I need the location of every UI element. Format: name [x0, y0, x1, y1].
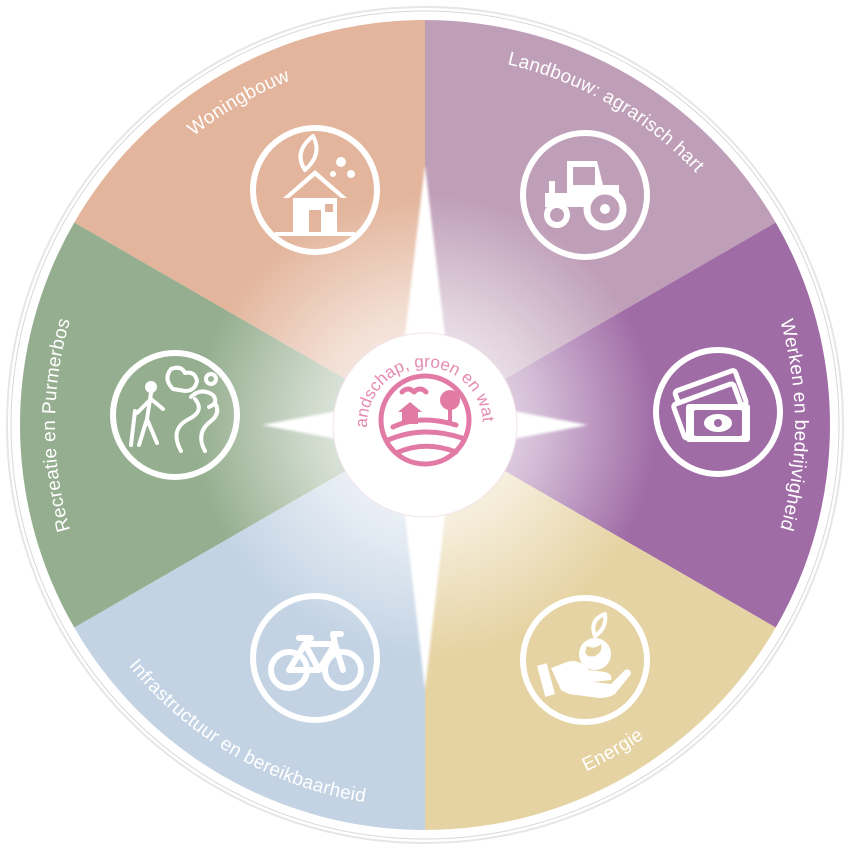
hiker-icon: [129, 365, 220, 453]
landscape-house-tree-icon: [385, 386, 465, 456]
tractor-icon: [544, 161, 627, 231]
center-disc[interactable]: [332, 332, 518, 518]
energie-icon-ring: [520, 595, 650, 725]
infrastructuur-icon-ring: [250, 593, 380, 723]
bicycle-icon: [268, 631, 364, 691]
money-icon: [671, 368, 750, 442]
outer-ring-edge: [10, 10, 840, 840]
house-icon: [275, 134, 355, 236]
hand-globe-icon: [537, 612, 631, 698]
woningbouw-icon-ring: [250, 125, 380, 255]
werken-icon-ring: [653, 347, 783, 477]
recreatie-icon-ring: [110, 350, 240, 480]
center-icon-ring: [378, 373, 472, 467]
landbouw-icon-ring: [520, 130, 650, 260]
icon-rings: [110, 125, 783, 725]
